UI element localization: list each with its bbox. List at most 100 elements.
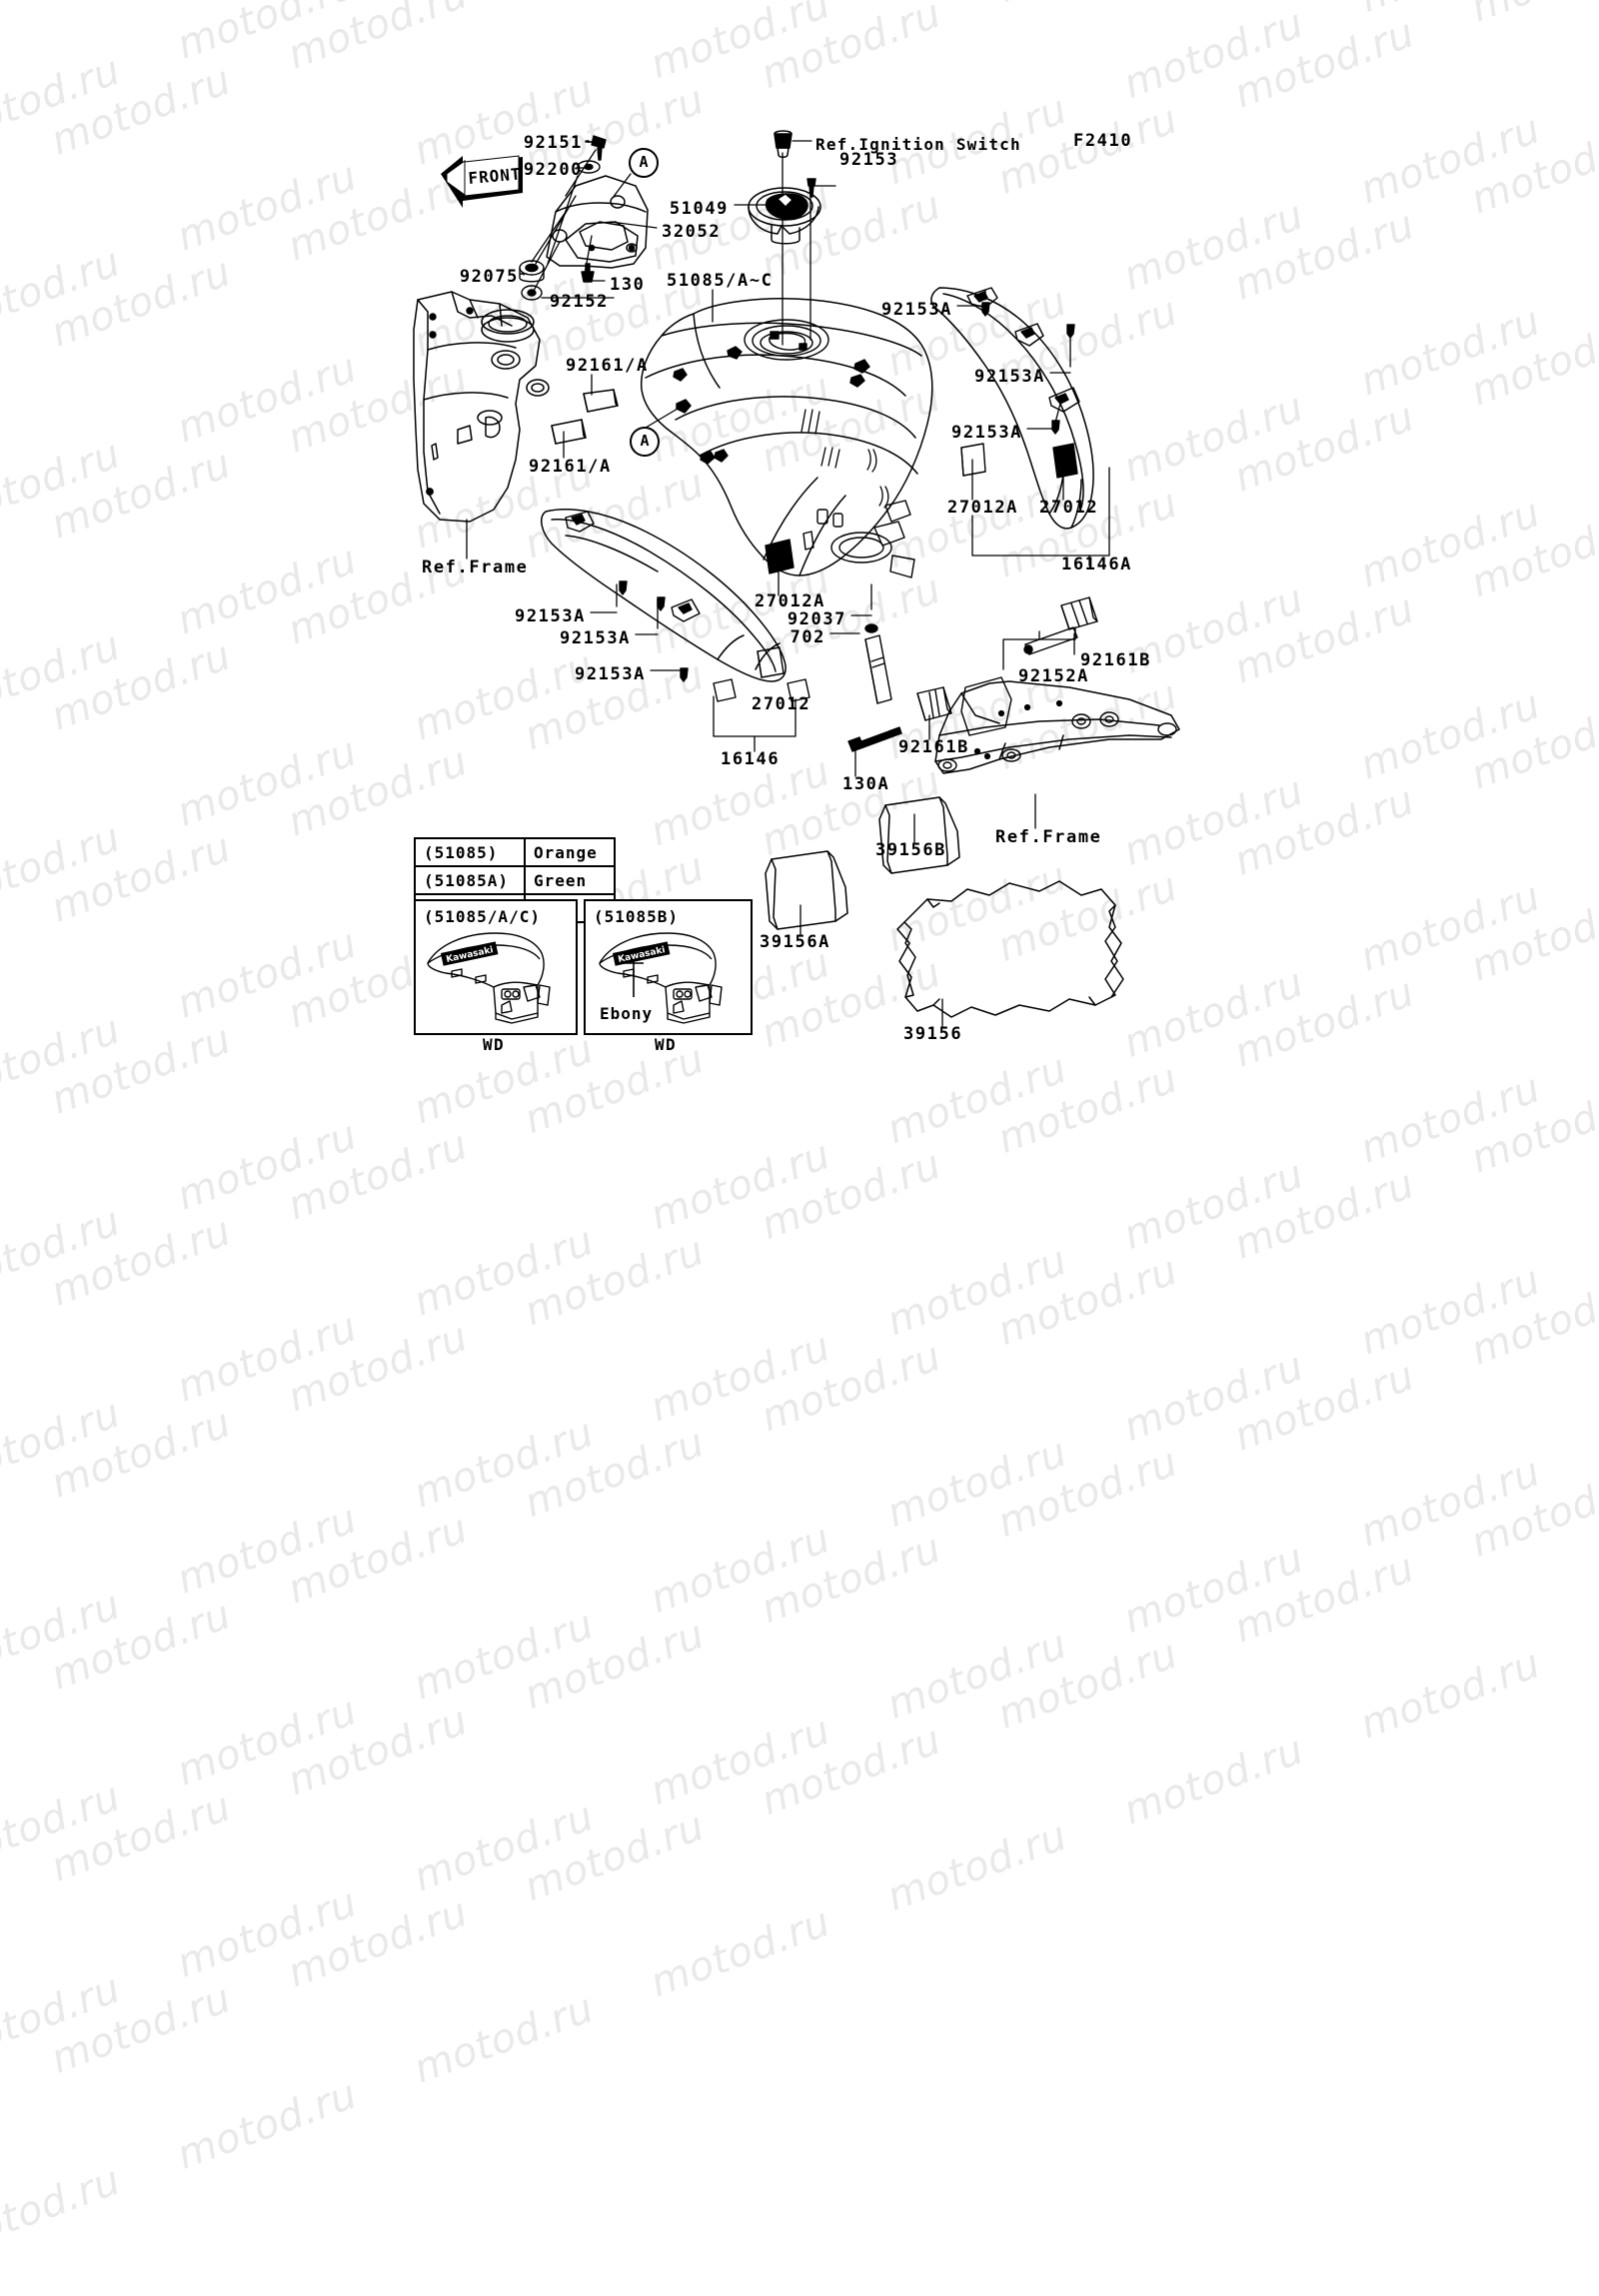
part-callout-92161-a: 92161/A (529, 457, 612, 477)
variant-title: (51085/A/C) (424, 907, 541, 926)
variant-caption-2: WD (654, 1035, 678, 1054)
part-callout-92200: 92200 (523, 160, 583, 180)
watermark-text: motod.ru (1117, 1726, 1310, 1834)
part-callout-27012: 27012 (752, 694, 811, 714)
watermark-text: motod.ru (1465, 1267, 1599, 1375)
watermark-text: motod.ru (518, 1802, 711, 1911)
part-callout-27012a: 27012A (755, 591, 826, 611)
part-callout-39156b: 39156B (875, 840, 947, 860)
watermark-text: motod.ru (1591, 1363, 1599, 1471)
watermark-text: motod.ru (1228, 1353, 1421, 1461)
variant-tank-artwork: Kawasaki (599, 932, 723, 1024)
watermark-text: motod.ru (0, 1773, 127, 1881)
part-callout-92153a: 92153A (514, 606, 586, 626)
part-callout-ref-frame: Ref.Frame (422, 558, 529, 577)
variant-tank-artwork: Kawasaki (427, 932, 551, 1024)
watermark-text: motod.ru (518, 1611, 711, 1720)
part-callout-51049: 51049 (669, 199, 729, 219)
watermark-text: motod.ru (0, 2016, 70, 2192)
watermark-text: motod.ru (880, 1812, 1073, 1920)
watermark-text: motod.ru (282, 1313, 475, 1422)
part-callout-92161b: 92161B (898, 737, 970, 757)
part-callout-92037: 92037 (787, 609, 846, 629)
watermark-text: motod.ru (171, 1688, 364, 1795)
watermark-text: motod.ru (880, 1621, 1073, 1728)
front-label: FRONT (468, 164, 523, 188)
watermark-text: motod.ru (282, 1505, 475, 1614)
variant-note-ebony: Ebony (600, 1004, 654, 1023)
part-callout-16146a: 16146A (1061, 555, 1133, 574)
part-callout-92161-a: 92161/A (566, 356, 649, 376)
part-callout-16146: 16146 (721, 749, 781, 769)
part-callout-92152: 92152 (549, 292, 609, 312)
variant-box-51085b: (51085B) Ebony Kawasaki (584, 899, 753, 1035)
watermark-text: motod.ru (0, 1965, 127, 2073)
watermark-text: motod.ru (1117, 1535, 1310, 1643)
watermark-text: motod.ru (1354, 1641, 1547, 1748)
watermark-text: motod.ru (644, 1707, 836, 1815)
variant-box-51085-a-c: (51085/A/C) Kawasaki (414, 899, 578, 1035)
watermark-text: motod.ru (171, 1496, 364, 1604)
watermark-text: motod.ru (755, 1717, 947, 1824)
watermark-text: motod.ru (171, 1879, 364, 1987)
watermark-text: motod.ru (0, 1633, 70, 1808)
watermark-text: motod.ru (45, 1400, 238, 1508)
watermark-text: motod.ru (0, 1441, 70, 1617)
watermark-text: motod.ru (1354, 1449, 1547, 1557)
watermark-text: motod.ru (755, 1525, 947, 1633)
watermark-text: motod.ru (1591, 1555, 1599, 1663)
watermark-text: motod.ru (880, 1237, 1073, 1345)
watermark-text: motod.ru (1117, 1343, 1310, 1451)
watermark-text: motod.ru (45, 1975, 238, 2083)
part-callout-27012a: 27012A (947, 498, 1019, 518)
color-legend-code: (51085A) (414, 865, 526, 895)
part-callout-92152a: 92152A (1018, 666, 1090, 686)
part-callout-ref-frame: Ref.Frame (995, 827, 1102, 847)
watermark-text: motod.ru (991, 1439, 1184, 1547)
watermark-text: motod.ru (991, 1247, 1184, 1355)
watermark-text: motod.ru (0, 2157, 127, 2265)
parts-diagram-artwork (413, 130, 1180, 1027)
part-callout-92153a: 92153A (950, 423, 1022, 443)
part-callout-92153a: 92153A (973, 367, 1045, 387)
watermark-text: motod.ru (171, 2071, 364, 2179)
watermark-text: motod.ru (644, 1323, 836, 1432)
part-callout-32052: 32052 (662, 222, 722, 242)
part-callout-51085-a-c: 51085/A~C (667, 271, 774, 291)
watermark-text: motod.ru (45, 1783, 238, 1891)
color-legend-row: (51085)Orange (414, 837, 616, 867)
part-callout-92153: 92153 (839, 150, 899, 170)
watermark-text: motod.ru (518, 1227, 711, 1336)
part-callout-27012: 27012 (1039, 498, 1099, 518)
watermark-text: motod.ru (171, 1304, 364, 1412)
watermark-text: motod.ru (282, 1888, 475, 1997)
color-legend-name: Orange (524, 837, 616, 867)
watermark-text: motod.ru (1354, 1257, 1547, 1365)
watermark-text: motod.ru (755, 1333, 947, 1441)
watermark-text: motod.ru (644, 1898, 836, 2007)
part-callout-ref-ignition-switch: Ref.Ignition Switch (815, 135, 1021, 154)
part-callout-92153a: 92153A (559, 628, 631, 648)
part-callout-130a: 130A (842, 774, 890, 794)
watermark-text: motod.ru (1228, 1545, 1421, 1653)
color-legend-row: (51085A)Green (414, 865, 616, 895)
watermark-text: motod.ru (408, 1792, 601, 1901)
part-callout-92151: 92151 (523, 133, 583, 153)
watermark-text: motod.ru (0, 1390, 127, 1498)
watermark-text: motod.ru (1465, 1459, 1599, 1567)
part-callout-92153a: 92153A (574, 664, 646, 684)
watermark-text: motod.ru (644, 1515, 836, 1624)
watermark-text: motod.ru (518, 1419, 711, 1528)
watermark-text: motod.ru (880, 1429, 1073, 1537)
diagram-code: F2410 (1073, 131, 1133, 151)
variant-caption-1: WD (482, 1035, 506, 1054)
watermark-text: motod.ru (282, 1697, 475, 1805)
watermark-text: motod.ru (0, 1582, 127, 1690)
watermark-text: motod.ru (991, 1631, 1184, 1738)
watermark-text: motod.ru (408, 1409, 601, 1518)
part-callout-39156: 39156 (903, 1024, 963, 1044)
part-callout-702: 702 (790, 627, 825, 647)
variant-title: (51085B) (594, 907, 680, 926)
watermark-text: motod.ru (408, 1601, 601, 1710)
watermark-text: motod.ru (408, 1984, 601, 2093)
